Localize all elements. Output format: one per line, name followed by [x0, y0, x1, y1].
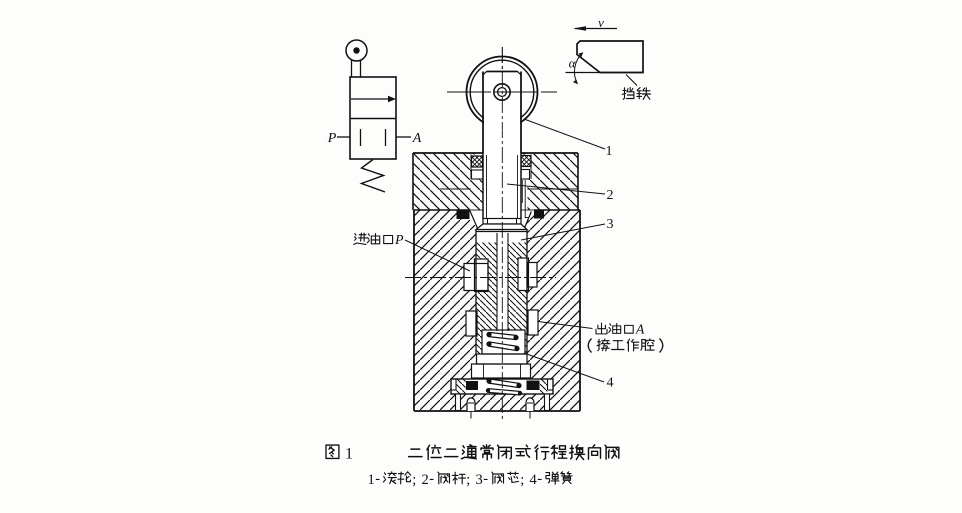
svg-text:P: P — [327, 131, 337, 146]
svg-text:2: 2 — [607, 188, 614, 203]
svg-text:4: 4 — [607, 376, 614, 391]
svg-text:-: - — [537, 471, 542, 487]
svg-text:;: ; — [520, 472, 524, 488]
svg-text:3: 3 — [607, 217, 614, 232]
svg-text:-: - — [429, 471, 434, 487]
svg-text:;: ; — [466, 472, 470, 488]
svg-text:2: 2 — [422, 472, 429, 488]
svg-text:v: v — [598, 15, 604, 30]
svg-text:;: ; — [412, 472, 416, 488]
svg-text:4: 4 — [530, 472, 538, 488]
svg-text:A: A — [412, 131, 422, 146]
svg-text:1: 1 — [606, 144, 613, 159]
svg-text:A: A — [635, 322, 645, 337]
svg-text:1: 1 — [345, 446, 353, 463]
svg-text:3: 3 — [476, 472, 483, 488]
svg-text:α: α — [569, 56, 577, 71]
svg-text:-: - — [375, 471, 380, 487]
svg-text:-: - — [483, 471, 488, 487]
svg-text:P: P — [394, 233, 404, 248]
svg-text:1: 1 — [368, 472, 375, 488]
